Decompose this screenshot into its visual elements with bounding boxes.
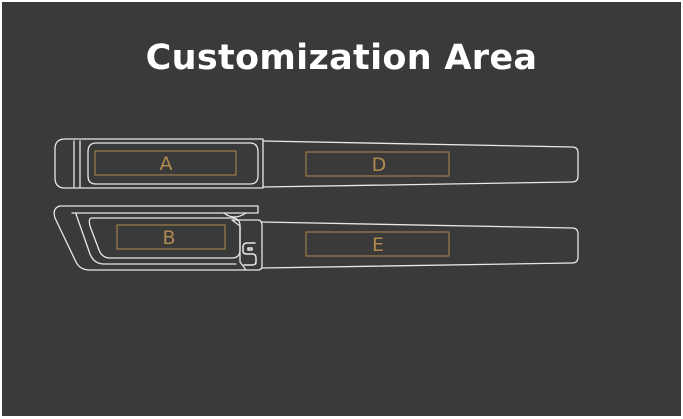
pen-top-clip-contour: [87, 142, 259, 185]
pen-bottom-clip: [59, 205, 259, 214]
zone-b-label: B: [162, 227, 175, 249]
pen-bottom-inner-contour: [75, 213, 237, 265]
zone-d-box[interactable]: [305, 151, 450, 177]
pen-bottom-inner-window: [88, 217, 241, 259]
customization-zones: A D B E: [94, 150, 450, 257]
zone-b-box[interactable]: [116, 224, 226, 250]
pen-bottom-hinge-block: [231, 219, 263, 271]
zone-e-box[interactable]: [305, 231, 450, 257]
pen-bottom-clip-bulb: [223, 212, 247, 218]
pen-top-barrel-outline: [262, 140, 579, 188]
pen-top-cap-outline: [54, 138, 264, 189]
page-title: Customization Area: [145, 38, 538, 78]
zone-a-box[interactable]: [94, 150, 237, 176]
brand-s-logo-icon: [242, 242, 257, 266]
zone-d-label: D: [372, 154, 387, 176]
zone-e-label: E: [372, 234, 384, 256]
zone-a-label: A: [160, 153, 173, 175]
pen-bottom-barrel-outline: [261, 221, 579, 269]
pen-bottom-outer-outline: [53, 205, 247, 271]
pen-bottom: [53, 205, 579, 271]
pen-top: [54, 138, 579, 189]
